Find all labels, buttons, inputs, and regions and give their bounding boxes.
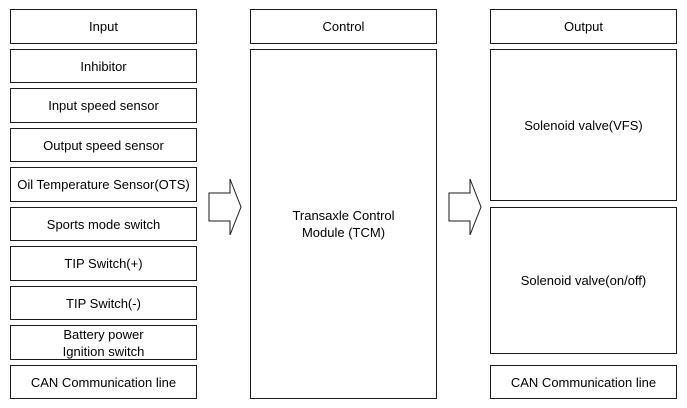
arrow-right-icon <box>208 178 242 236</box>
input-header: Input <box>10 9 197 44</box>
input-header-label: Input <box>89 19 118 34</box>
output-can-label: CAN Communication line <box>510 374 657 390</box>
input-item-oil-temperature-sensor: Oil Temperature Sensor(OTS) <box>10 167 197 202</box>
solenoid-vfs-label: Solenoid valve(VFS) <box>524 117 643 133</box>
input-item-output-speed-sensor: Output speed sensor <box>10 128 197 162</box>
arrow-right-icon <box>448 178 482 236</box>
solenoid-onoff-label: Solenoid valve(on/off) <box>520 273 647 288</box>
solenoid-valve-onoff-box: Solenoid valve(on/off) <box>490 207 677 354</box>
input-item-label-battery: Battery power <box>63 326 144 342</box>
input-item-label: Sports mode switch <box>46 216 161 232</box>
tcm-label-line1: Transaxle Control <box>292 208 395 223</box>
input-item-tip-switch-minus: TIP Switch(-) <box>10 286 197 320</box>
input-item-sports-mode-switch: Sports mode switch <box>10 207 197 241</box>
input-item-label: Oil Temperature Sensor(OTS) <box>17 177 190 192</box>
solenoid-valve-vfs-box: Solenoid valve(VFS) <box>490 49 677 201</box>
input-item-label: Output speed sensor <box>43 137 164 153</box>
input-item-tip-switch-plus: TIP Switch(+) <box>10 246 197 281</box>
output-header: Output <box>490 9 677 44</box>
input-item-label: TIP Switch(+) <box>64 256 143 271</box>
input-item-label: CAN Communication line <box>30 374 177 390</box>
input-item-inhibitor: Inhibitor <box>10 49 197 83</box>
input-item-label-ignition: Ignition switch <box>62 343 145 359</box>
tcm-label-line2: Module (TCM) <box>301 225 386 240</box>
output-header-label: Output <box>563 19 604 34</box>
input-item-input-speed-sensor: Input speed sensor <box>10 88 197 123</box>
input-item-label: TIP Switch(-) <box>66 295 141 311</box>
tcm-module-box: Transaxle Control Module (TCM) <box>250 49 437 399</box>
control-header-label: Control <box>322 19 365 34</box>
output-can-line: CAN Communication line <box>490 365 677 399</box>
input-item-label: Inhibitor <box>80 58 127 74</box>
input-item-can-line: CAN Communication line <box>10 365 197 399</box>
input-item-battery-ignition: Battery power Ignition switch <box>10 325 197 360</box>
input-item-label: Input speed sensor <box>48 98 159 113</box>
control-header: Control <box>250 9 437 44</box>
